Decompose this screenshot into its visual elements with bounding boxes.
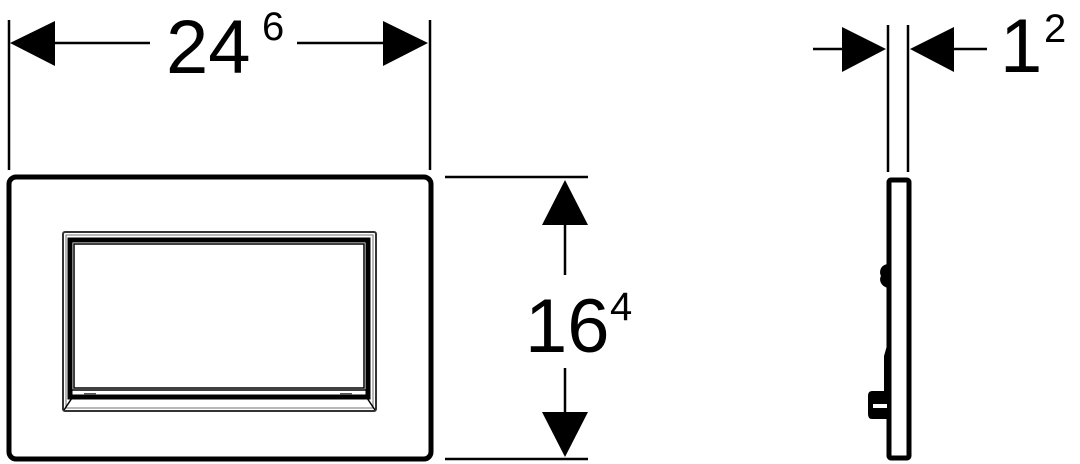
button-bezel-highlight: [65, 234, 374, 409]
side-clip-top: [880, 264, 888, 288]
height-label-sup: 4: [610, 285, 632, 329]
side-plate-outline: [886, 177, 912, 461]
side-hook-slot: [873, 404, 887, 408]
arrow-left-icon: [910, 27, 954, 72]
width-label-sup: 6: [262, 5, 284, 49]
side-rib: [884, 342, 888, 392]
height-label-main: 16: [525, 284, 610, 369]
arrow-down-icon: [542, 412, 588, 457]
bevel-corner-left: [63, 397, 73, 411]
width-dimension: 24 6: [7, 5, 432, 170]
depth-dimension: 1 2: [813, 4, 1066, 172]
flush-button-face: [73, 243, 365, 389]
arrow-left-icon: [10, 21, 55, 66]
arrow-up-icon: [542, 180, 588, 225]
front-view: [6, 174, 434, 462]
arrow-right-icon: [842, 27, 886, 72]
bevel-corner-right: [366, 397, 376, 411]
side-view: [868, 177, 912, 461]
arrow-right-icon: [383, 21, 428, 66]
width-label-main: 24: [166, 5, 251, 90]
depth-label-sup: 2: [1044, 7, 1066, 51]
depth-label-main: 1: [1000, 4, 1042, 89]
height-dimension: 16 4: [445, 175, 632, 461]
